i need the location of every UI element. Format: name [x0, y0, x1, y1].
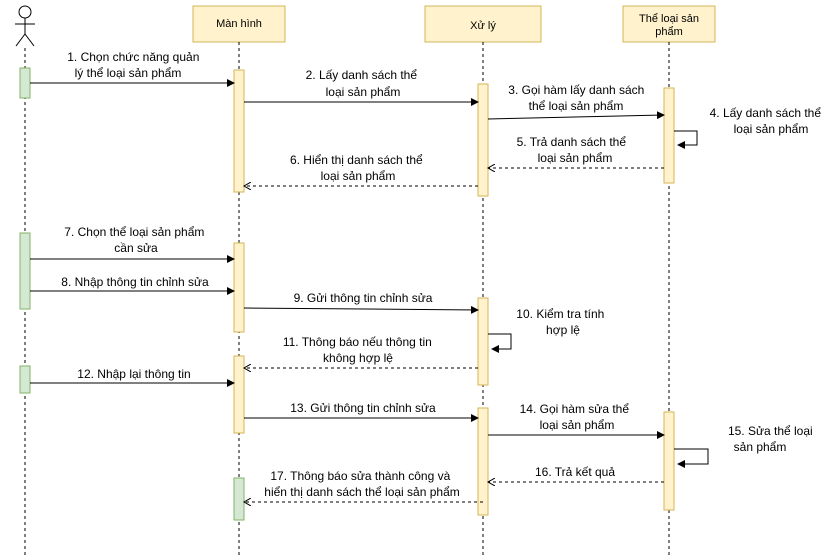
- message-label-17: 17. Thông báo sửa thành công và hiển thị…: [264, 469, 459, 499]
- message-label-3: 3. Gọi hàm lấy danh sách thể loại sản ph…: [508, 83, 647, 113]
- activation-bar: [19, 365, 31, 394]
- message-label-4: 4. Lấy danh sách thể loại sản phẩm: [710, 106, 825, 136]
- message-label-1: 1. Chọn chức năng quản lý thể loại sản p…: [67, 50, 202, 80]
- activation-bar: [477, 407, 489, 516]
- message-arrow-4: [674, 130, 698, 149]
- participant-processing-label: Xử lý: [470, 20, 496, 32]
- participant-screen: Màn hình: [192, 5, 286, 43]
- message-label-8: 8. Nhập thông tin chỉnh sửa: [61, 275, 209, 289]
- message-label-13: 13. Gửi thông tin chỉnh sửa: [290, 401, 436, 415]
- message-arrow-15: [674, 448, 709, 468]
- activation-bar: [233, 242, 245, 333]
- user-actor-icon: [15, 5, 35, 47]
- message-label-6: 6. Hiển thị danh sách thể loại sản phẩm: [290, 153, 426, 183]
- activation-bar: [233, 355, 245, 434]
- activation-bar: [233, 477, 245, 521]
- participant-processing: Xử lý: [424, 5, 542, 43]
- message-label-16: 16. Trả kết quả: [535, 465, 615, 479]
- message-label-14: 14. Gọi hàm sửa thể loại sản phẩm: [520, 402, 633, 432]
- message-label-5: 5. Trả danh sách thể loại sản phẩm: [517, 135, 630, 165]
- message-arrow-10: [488, 333, 512, 353]
- activation-bar: [19, 232, 31, 310]
- message-arrow-9: [243, 305, 479, 314]
- message-label-11: 11. Thông báo nếu thông tin không hợp lệ: [283, 335, 435, 365]
- message-label-7: 7. Chọn thể loại sản phẩm cần sửa: [64, 225, 207, 255]
- activation-bar: [663, 411, 675, 511]
- message-arrow-3: [487, 111, 665, 120]
- activation-bar: [477, 297, 489, 386]
- activation-bar: [233, 69, 245, 193]
- activation-bar: [663, 87, 675, 184]
- activation-bar: [19, 67, 31, 99]
- participant-screen-label: Màn hình: [216, 18, 262, 30]
- message-label-12: 12. Nhập lại thông tin: [77, 367, 190, 381]
- message-label-9: 9. Gửi thông tin chỉnh sửa: [294, 291, 433, 305]
- message-label-15: 15. Sửa thể loại sản phẩm: [728, 424, 816, 454]
- message-label-2: 2. Lấy danh sách thể loại sản phẩm: [306, 68, 421, 99]
- activation-bar: [477, 83, 489, 197]
- message-label-10: 10. Kiểm tra tính hợp lệ: [516, 307, 607, 337]
